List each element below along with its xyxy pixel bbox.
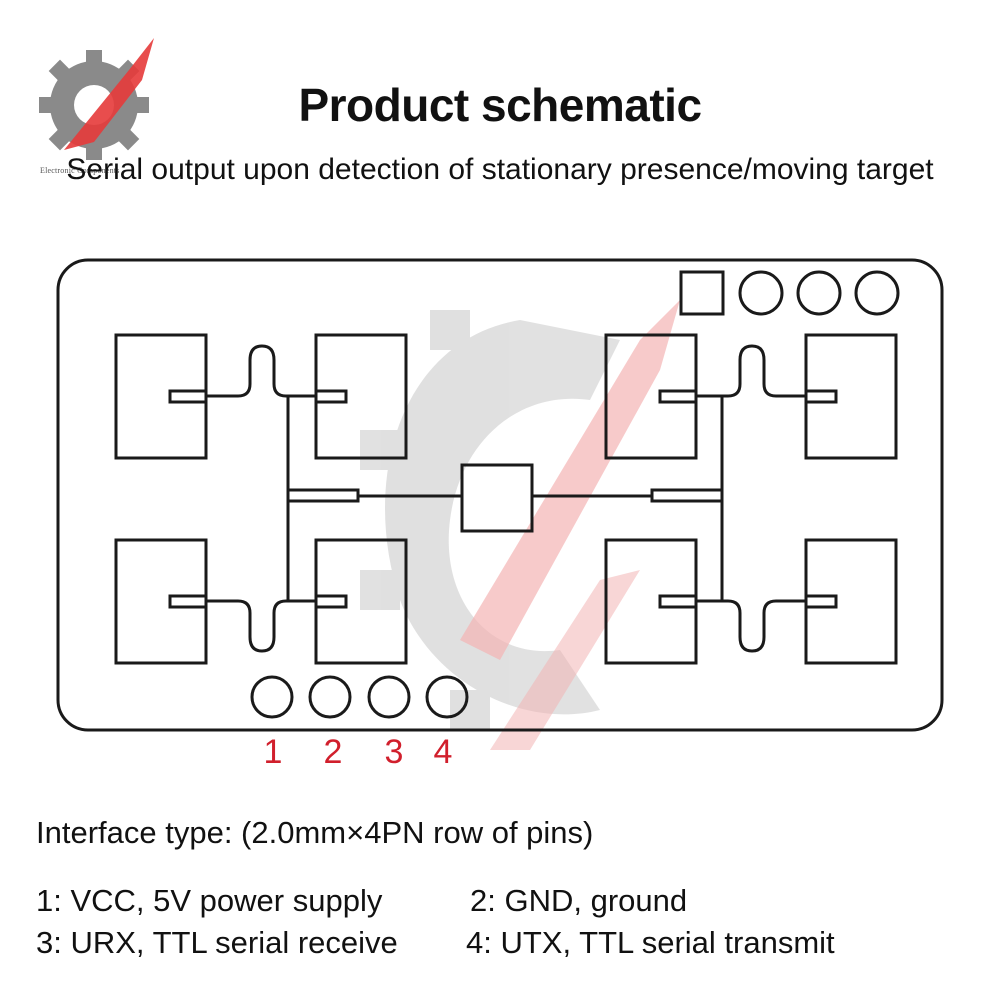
pin-label-2: 2 <box>323 733 343 771</box>
feed-stub <box>650 488 724 503</box>
board-outline <box>56 258 944 732</box>
pin-label-3: 3 <box>384 733 404 771</box>
logo-caption: Electronic Components <box>40 166 120 175</box>
antenna-patch <box>114 538 208 665</box>
page-subtitle: Serial output upon detection of stationa… <box>66 153 934 186</box>
brand-logo <box>39 38 154 160</box>
antenna-patch <box>804 538 898 665</box>
round-pad <box>796 270 842 316</box>
interface-type: Interface type: (2.0mm×4PN row of pins) <box>36 815 594 850</box>
pin-1-pad <box>250 675 294 719</box>
pin-4-description: 4: UTX, TTL serial transmit <box>466 925 835 960</box>
antenna-patch <box>604 333 698 460</box>
watermark-gear-icon <box>360 310 620 730</box>
pin-3-description: 3: URX, TTL serial receive <box>36 925 398 960</box>
feed-stub <box>314 594 348 609</box>
feed-stub <box>658 389 698 404</box>
feed-stub <box>286 488 360 503</box>
feed-stub <box>804 594 838 609</box>
watermark-logo <box>360 300 680 750</box>
feed-stub <box>314 389 348 404</box>
feed-stub <box>658 594 698 609</box>
antenna-patch <box>314 333 408 460</box>
antenna-patch <box>314 538 408 665</box>
feed-stub <box>168 389 208 404</box>
antenna-patch <box>114 333 208 460</box>
pin-2-pad <box>308 675 352 719</box>
antenna-patch <box>604 538 698 665</box>
pin-2-description: 2: GND, ground <box>470 883 688 918</box>
watermark-lightning-icon <box>460 300 680 660</box>
page-title: Product schematic <box>298 79 702 131</box>
pin-label-1: 1 <box>263 733 283 771</box>
antenna-patch <box>804 333 898 460</box>
pin-3-pad <box>367 675 411 719</box>
feed-stub <box>804 389 838 404</box>
pin-1-description: 1: VCC, 5V power supply <box>36 883 383 918</box>
pin-4-pad <box>425 675 469 719</box>
radar-chip <box>460 463 534 533</box>
round-pad <box>854 270 900 316</box>
round-pad <box>738 270 784 316</box>
square-pad <box>679 270 725 316</box>
feed-stub <box>168 594 208 609</box>
pin-label-4: 4 <box>433 733 453 771</box>
